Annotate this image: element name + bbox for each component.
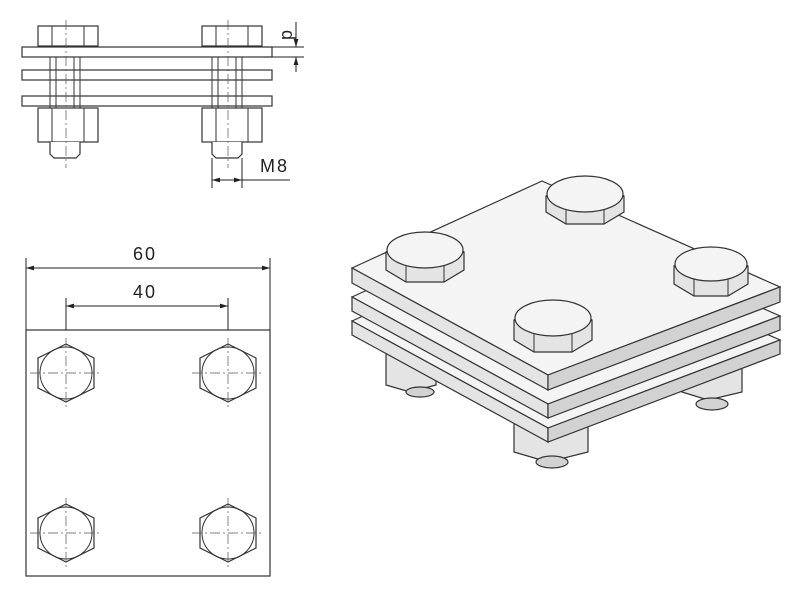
thread-label: M8 (260, 156, 289, 176)
bolt-head-bl (30, 498, 102, 568)
top-view: 60 40 (25, 244, 271, 577)
iso-bolt-head-left (385, 231, 465, 283)
top-nut-left (37, 25, 99, 47)
plate-1 (21, 46, 273, 58)
bolt-head-tr (192, 338, 264, 408)
top-nut-right (201, 25, 263, 47)
bolt-head-br (192, 498, 264, 568)
width-label: 60 (133, 244, 157, 264)
bottom-nut-right (201, 107, 263, 143)
plate-2 (21, 69, 273, 81)
bolt-tip-left (49, 142, 81, 159)
iso-bolt-head-right (673, 246, 749, 297)
bolt-head-tl (30, 338, 102, 408)
isometric-view (350, 175, 782, 469)
iso-plate-1 (350, 180, 782, 392)
side-view: d M8 (21, 20, 304, 188)
bottom-nut-left (37, 107, 99, 143)
thickness-label: d (278, 30, 298, 42)
bolt-tip-right (211, 142, 243, 159)
iso-bolt-head-front (513, 299, 593, 353)
plate-3 (21, 95, 273, 107)
bolt-spacing-label: 40 (133, 282, 157, 302)
iso-bolt-head-back (545, 175, 625, 225)
